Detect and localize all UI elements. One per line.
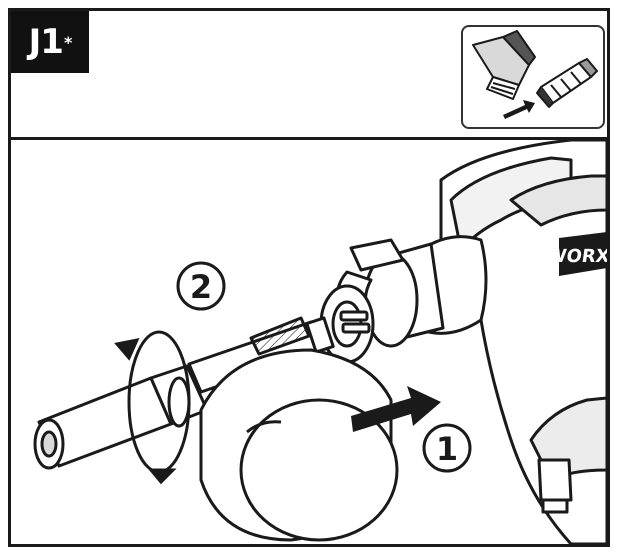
instruction-panel: J1*	[8, 8, 610, 547]
brush-attachment-icon	[473, 31, 535, 99]
washer-body	[441, 140, 607, 544]
step-1-number: 1	[436, 430, 458, 468]
filter-cylinder	[201, 350, 397, 540]
accessory-inset	[461, 25, 605, 129]
insert-arrow-icon	[503, 100, 535, 119]
step-label: J1*	[11, 11, 89, 73]
illustration-area: WORX	[11, 140, 607, 544]
step-1-marker: 1	[424, 425, 470, 471]
step-label-text: J1	[29, 22, 63, 62]
step-2-number: 2	[190, 268, 212, 306]
brand-text: WORX	[545, 246, 607, 267]
filter-cartridge-icon	[537, 59, 597, 107]
step-2-marker: 2	[178, 263, 224, 309]
panel-header: J1*	[11, 11, 607, 140]
connector-ring	[321, 286, 373, 362]
step-label-mark: *	[64, 33, 71, 52]
